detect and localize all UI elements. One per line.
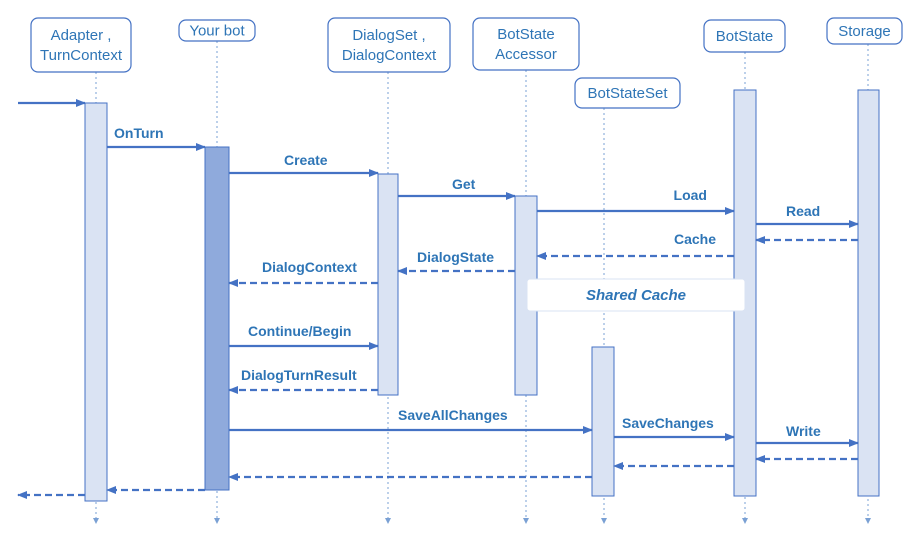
participant-label-accessor: BotState xyxy=(497,26,555,43)
participant-label-storage: Storage xyxy=(838,23,891,40)
participant-bot: Your bot xyxy=(178,19,256,42)
shared-cache-box xyxy=(526,278,746,312)
lifeline-end-accessor xyxy=(523,518,529,524)
participant-label-bot: Your bot xyxy=(189,23,245,40)
message-label-create: Create xyxy=(284,152,328,168)
participant-label-dialogset: DialogSet , xyxy=(352,27,425,44)
activation-bar-storage xyxy=(857,89,880,497)
activation-bar-statesetp xyxy=(591,346,615,497)
lifeline-end-dialogset xyxy=(385,518,391,524)
participant-box-dialogset xyxy=(327,17,451,73)
message-label-continue-begin: Continue/Begin xyxy=(248,323,351,339)
message-label-read: Read xyxy=(786,203,820,219)
message-label-get: Get xyxy=(452,176,476,192)
lifeline-end-statesetp xyxy=(601,518,607,524)
message-label-dialogturnresult: DialogTurnResult xyxy=(241,367,357,383)
message-label-dialogstate: DialogState xyxy=(417,249,494,265)
message-label-saveallchanges: SaveAllChanges xyxy=(398,407,508,423)
lifeline-end-storage xyxy=(865,518,871,524)
message-label-dialogcontext: DialogContext xyxy=(262,259,357,275)
participant-box-statesetp xyxy=(574,77,681,109)
message-label-cache: Cache xyxy=(674,231,716,247)
message-label-savechanges: SaveChanges xyxy=(622,415,714,431)
activation-bar-dialogset xyxy=(377,173,399,396)
lifeline-end-adapter xyxy=(93,518,99,524)
lifeline-end-botstate xyxy=(742,518,748,524)
participant-statesetp: BotStateSet xyxy=(574,77,681,109)
message-label-onturn: OnTurn xyxy=(114,125,164,141)
participant-label-accessor: Accessor xyxy=(495,46,557,63)
participant-dialogset: DialogSet , DialogContext xyxy=(327,17,451,73)
participant-botstate: BotState xyxy=(703,19,786,53)
activation-bar-adapter xyxy=(84,102,108,502)
lifeline-end-bot xyxy=(214,518,220,524)
participant-label-statesetp: BotStateSet xyxy=(587,85,668,102)
participant-storage: Storage xyxy=(826,17,903,45)
participant-box-storage xyxy=(826,17,903,45)
participant-box-botstate xyxy=(703,19,786,53)
participant-label-dialogset: DialogContext xyxy=(342,47,437,64)
message-label-write: Write xyxy=(786,423,821,439)
activation-bar-bot xyxy=(204,146,230,491)
participant-box-bot xyxy=(178,19,256,42)
participant-label-adapter: Adapter , xyxy=(51,27,112,44)
participant-box-adapter xyxy=(30,17,132,73)
participant-label-botstate: BotState xyxy=(716,28,774,45)
participant-adapter: Adapter , TurnContext xyxy=(30,17,132,73)
participant-label-adapter: TurnContext xyxy=(40,47,123,64)
message-label-load: Load xyxy=(674,187,707,203)
participant-box-accessor xyxy=(472,17,580,71)
shared-cache-label: Shared Cache xyxy=(586,287,686,304)
